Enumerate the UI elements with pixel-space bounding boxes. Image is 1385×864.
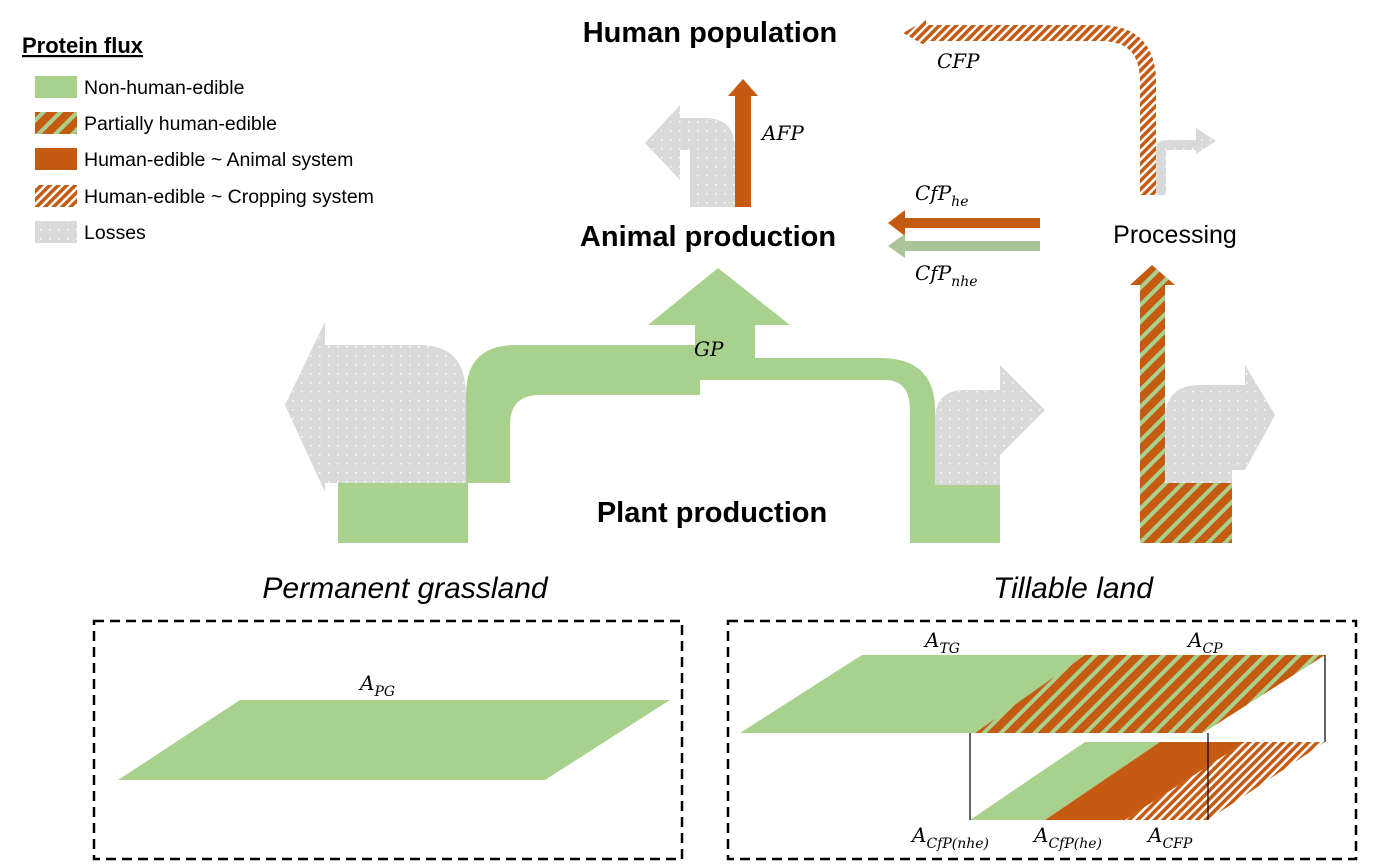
legend-item: Losses (84, 222, 146, 244)
processing-losses-arrow (1156, 128, 1216, 195)
swatch-partially-human-edible (35, 112, 77, 134)
legend-item: Human-edible ~ Cropping system (84, 186, 374, 208)
swatch-human-edible-cropping (35, 185, 77, 207)
permanent-grassland-title: Permanent grassland (262, 572, 548, 605)
cropland-to-processing-arrow (1130, 265, 1232, 543)
projection-lines (969, 655, 1326, 820)
tillable-land-box (726, 619, 1358, 861)
area-pg (118, 700, 670, 780)
node-processing: Processing (1113, 221, 1237, 249)
swatch-human-edible-animal (35, 148, 77, 170)
animal-losses-arrow (645, 105, 735, 207)
cfp-label: CFP (937, 49, 980, 73)
afp-arrow (728, 79, 758, 207)
area-tg-label: ATG (923, 628, 960, 657)
area-cfp-he (1045, 742, 1245, 820)
cfp-nhe-arrow (888, 234, 1040, 258)
area-cp-label: ACP (1186, 628, 1223, 657)
area-cfp-he-label: ACfP(he) (1032, 823, 1102, 852)
legend: Protein flux Non-human-edible Partially … (22, 33, 374, 244)
area-cfp-nhe (970, 742, 1160, 820)
cfp-arrowhead (903, 20, 926, 46)
area-cfp-nhe-label: ACfP(nhe) (910, 823, 989, 852)
cropland-losses-arrow (1165, 365, 1275, 483)
cfp-he-label: CfPhe (915, 181, 968, 210)
area-cp (975, 655, 1325, 733)
swatch-non-human-edible (35, 76, 77, 98)
legend-item: Non-human-edible (84, 77, 244, 99)
area-pg-label: APG (358, 671, 395, 700)
permanent-grassland-box (92, 619, 684, 861)
cfp-nhe-label: CfPnhe (915, 261, 978, 290)
tillable-land-title: Tillable land (993, 572, 1154, 605)
area-cfp-label: ACFP (1146, 823, 1193, 852)
afp-label: AFP (760, 121, 804, 145)
area-tg (740, 655, 1085, 733)
cfp-he-arrow (888, 210, 1040, 236)
cfp-arrow (925, 25, 1156, 195)
legend-title: Protein flux (22, 33, 144, 58)
grassland-losses-arrow (285, 322, 466, 492)
gp-label: GP (694, 337, 724, 361)
gp-arrow (648, 268, 790, 380)
legend-item: Human-edible ~ Animal system (84, 149, 353, 171)
area-cfp (1125, 742, 1325, 820)
tillable-grass-losses-arrow (935, 365, 1045, 485)
node-human-population: Human population (583, 17, 838, 49)
legend-item: Partially human-edible (84, 113, 277, 135)
gp-flow (338, 268, 1000, 543)
swatch-losses (35, 221, 77, 243)
node-animal-production: Animal production (580, 221, 836, 253)
node-plant-production: Plant production (597, 497, 827, 529)
